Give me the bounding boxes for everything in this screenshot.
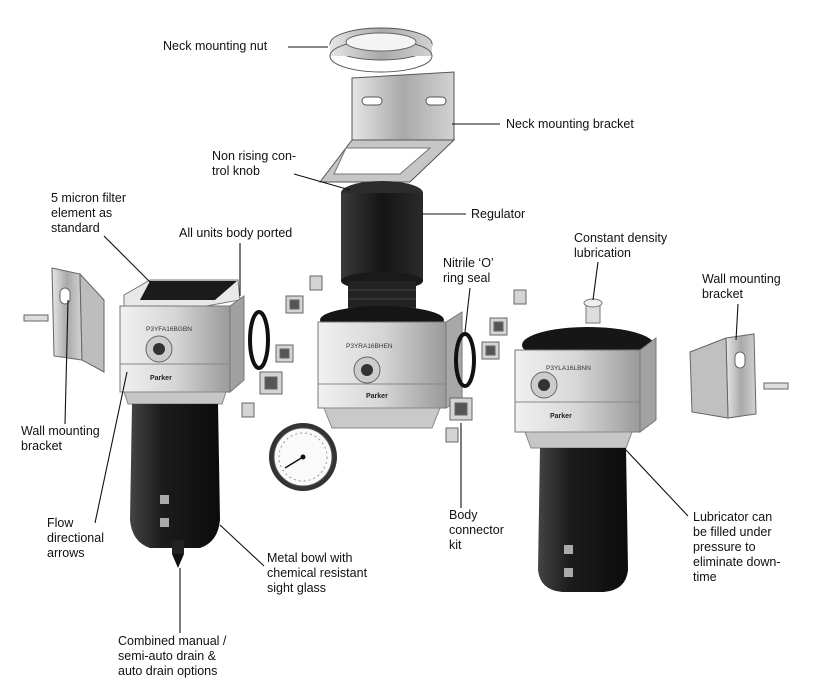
pressure-gauge [269, 423, 337, 491]
lubricator-model-mark: P3YLA16LBNN [546, 365, 591, 372]
wall-bracket-right [689, 333, 789, 419]
label-control-knob: Non rising con- trol knob [212, 149, 297, 178]
leader-wall-bracket-right [735, 303, 739, 341]
regulator-model-mark: P3YRA16BHEN [346, 343, 393, 350]
leader-flow-arrows [94, 371, 128, 524]
regulator-body [317, 306, 463, 429]
leader-density [592, 261, 599, 301]
label-flow-arrows: Flow directional arrows [47, 516, 104, 560]
wall-bracket-left [23, 267, 105, 373]
label-metal-bowl: Metal bowl with chemical resistant sight… [267, 551, 368, 595]
leader-lines [64, 46, 739, 633]
o-ring-right [454, 332, 476, 388]
label-body-ported: All units body ported [179, 226, 293, 240]
body-connector-kit-left [241, 275, 323, 418]
leader-metal-bowl [219, 524, 265, 567]
body-connector-kit-right [445, 289, 527, 443]
filter-model-mark: P3YFA16BGBN [146, 326, 192, 333]
leader-lubricator-fill [625, 449, 689, 517]
label-regulator: Regulator [471, 207, 526, 221]
o-ring-left [248, 310, 270, 370]
leader-oring [464, 287, 471, 333]
regulator-knob [341, 181, 423, 313]
neck-mounting-nut [329, 27, 433, 73]
regulator-brand-mark: Parker [366, 393, 388, 400]
filter-brand-mark: Parker [150, 375, 172, 382]
label-wall-bracket-left: Wall mounting bracket [21, 424, 100, 453]
label-neck-mounting-bracket: Neck mounting bracket [506, 117, 634, 131]
leader-wall-bracket-left [64, 299, 69, 425]
lubricator-brand-mark: Parker [550, 413, 572, 420]
label-wall-bracket-right: Wall mounting bracket [702, 272, 781, 301]
leader-knob [293, 173, 351, 191]
label-filter-element: 5 micron filter element as standard [51, 191, 127, 235]
label-body-connector-kit: Body connector kit [449, 508, 504, 552]
filter-unit [119, 279, 245, 568]
label-lubricator-fill: Lubricator can be filled under pressure … [693, 510, 781, 584]
label-oring-seal: Nitrile ‘O’ ring seal [443, 256, 494, 285]
label-constant-density: Constant density lubrication [574, 231, 668, 260]
leader-filter-element [103, 235, 151, 283]
label-neck-mounting-nut: Neck mounting nut [163, 39, 268, 53]
label-drain-options: Combined manual / semi-auto drain & auto… [118, 634, 227, 678]
lubricator-unit [514, 298, 657, 592]
neck-mounting-bracket [318, 71, 456, 183]
